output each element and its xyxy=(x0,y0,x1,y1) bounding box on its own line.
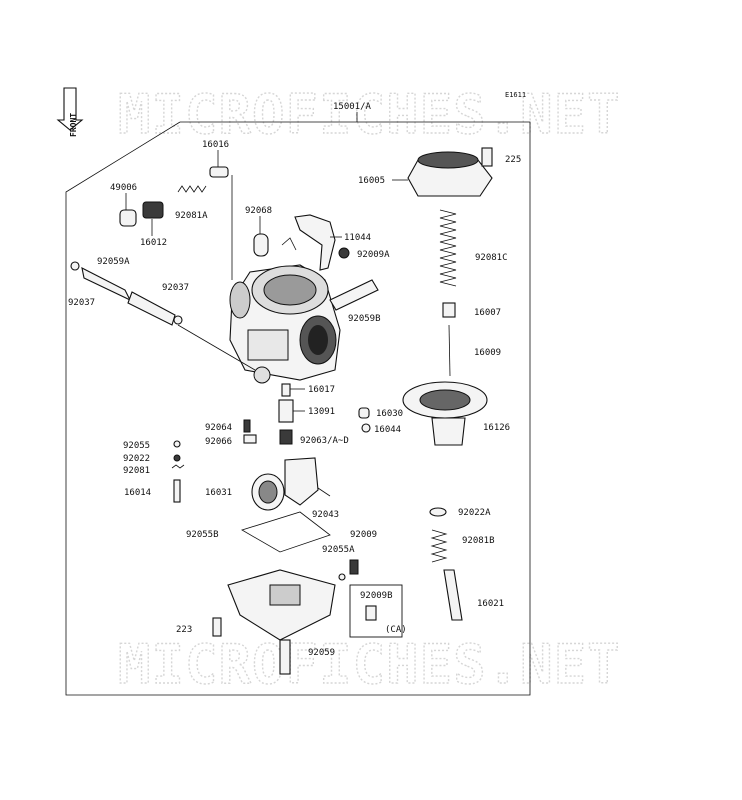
front-arrow-icon xyxy=(56,87,84,131)
label-223: 223 xyxy=(176,625,192,635)
label-92081A: 92081A xyxy=(175,211,208,221)
part-11044 xyxy=(294,214,336,271)
label-16005: 16005 xyxy=(358,176,385,186)
label-11044: 11044 xyxy=(344,233,371,243)
label-16009: 16009 xyxy=(474,348,501,358)
part-16005 xyxy=(407,151,493,197)
spring-92081B xyxy=(430,529,448,563)
label-16016: 16016 xyxy=(202,140,229,150)
label-92064: 92064 xyxy=(205,423,232,433)
label-92022A: 92022A xyxy=(458,508,491,518)
part-92059A-b xyxy=(127,291,176,326)
part-92059 xyxy=(279,639,291,675)
part-16007 xyxy=(442,302,456,318)
part-16031 xyxy=(251,457,319,511)
part-92009 xyxy=(349,559,359,575)
part-92055 xyxy=(173,440,181,448)
label-92066: 92066 xyxy=(205,437,232,447)
part-16012 xyxy=(119,201,164,227)
label-92043: 92043 xyxy=(312,510,339,520)
label-92055: 92055 xyxy=(123,441,150,451)
part-92059B xyxy=(329,279,379,311)
label-CA: (CA) xyxy=(385,625,407,635)
label-92063: 92063/A~D xyxy=(300,436,349,446)
label-92009A: 92009A xyxy=(357,250,390,260)
spring-92081C xyxy=(439,209,457,287)
label-92059: 92059 xyxy=(308,648,335,658)
part-92068 xyxy=(253,233,269,257)
label-16012: 16012 xyxy=(140,238,167,248)
label-16031: 16031 xyxy=(205,488,232,498)
label-92022: 92022 xyxy=(123,454,150,464)
label-92059A: 92059A xyxy=(97,257,130,267)
label-16044: 16044 xyxy=(374,425,401,435)
part-92059A-a xyxy=(81,266,132,302)
part-92066 xyxy=(243,434,257,444)
carburetor-body xyxy=(229,264,341,384)
label-92059B: 92059B xyxy=(348,314,381,324)
label-16017: 16017 xyxy=(308,385,335,395)
label-49006: 49006 xyxy=(110,183,137,193)
watermark-top: MICROFICHES.NET xyxy=(118,83,621,146)
label-16126: 16126 xyxy=(483,423,510,433)
label-92037-left: 92037 xyxy=(68,298,95,308)
part-16044 xyxy=(361,423,371,433)
part-16030 xyxy=(358,407,370,419)
label-225: 225 xyxy=(505,155,521,165)
assembly-label: 15001/A xyxy=(333,102,372,112)
label-92009B: 92009B xyxy=(360,591,393,601)
part-16016 xyxy=(209,150,229,178)
part-16126 xyxy=(402,381,488,446)
label-16021: 16021 xyxy=(477,599,504,609)
label-92068: 92068 xyxy=(245,206,272,216)
label-92081C: 92081C xyxy=(475,253,508,263)
ref-code: E1611 xyxy=(505,91,526,99)
part-225 xyxy=(481,147,493,167)
label-92055B: 92055B xyxy=(186,530,219,540)
spring-92081A xyxy=(177,185,207,193)
label-92081B: 92081B xyxy=(462,536,495,546)
part-92064 xyxy=(243,419,251,433)
part-223 xyxy=(212,617,222,637)
label-13091: 13091 xyxy=(308,407,335,417)
label-92009: 92009 xyxy=(350,530,377,540)
part-16021 xyxy=(443,569,463,621)
gasket-92055B xyxy=(241,511,331,553)
jet-assembly xyxy=(278,383,294,445)
part-92022A xyxy=(429,507,447,517)
watermark-bottom: MICROFICHES.NET xyxy=(118,633,621,696)
label-16007: 16007 xyxy=(474,308,501,318)
inset-box-92009B xyxy=(349,584,403,638)
front-label: FRONT xyxy=(69,113,78,137)
label-16014: 16014 xyxy=(124,488,151,498)
needle-16009 xyxy=(448,324,451,377)
label-92081: 92081 xyxy=(123,466,150,476)
label-92055A: 92055A xyxy=(322,545,355,555)
part-16014 xyxy=(173,479,181,503)
label-16030: 16030 xyxy=(376,409,403,419)
part-92009A xyxy=(338,247,350,259)
label-92037-right: 92037 xyxy=(162,283,189,293)
assembly-frame xyxy=(65,121,531,696)
